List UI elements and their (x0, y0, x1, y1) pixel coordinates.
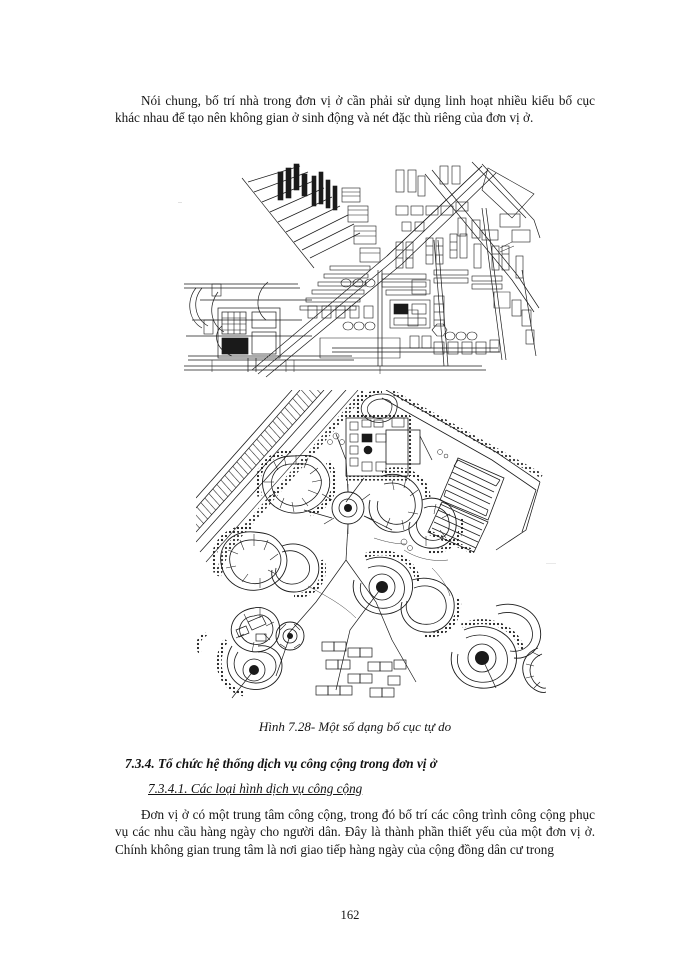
intro-paragraph: Nói chung, bố trí nhà trong đơn vị ở cần… (115, 92, 595, 127)
figure-bottom-freeform-site-plan (196, 390, 546, 706)
heading-subsection-7-3-4-1: 7.3.4.1. Các loại hình dịch vụ công cộng (148, 781, 363, 796)
figure-caption: Hình 7.28- Một số dạng bố cục tự do (258, 719, 452, 734)
page-number: 162 (340, 908, 360, 922)
body-paragraph-text: Đơn vị ở có một trung tâm công cộng, tro… (115, 807, 595, 857)
body-paragraph: Đơn vị ở có một trung tâm công cộng, tro… (115, 806, 595, 858)
heading-section-7-3-4: 7.3.4. Tổ chức hệ thống dịch vụ công cộn… (125, 756, 437, 771)
intro-paragraph-text: Nói chung, bố trí nhà trong đơn vị ở cần… (115, 93, 595, 126)
figure-top-urban-site-plan (182, 160, 542, 378)
